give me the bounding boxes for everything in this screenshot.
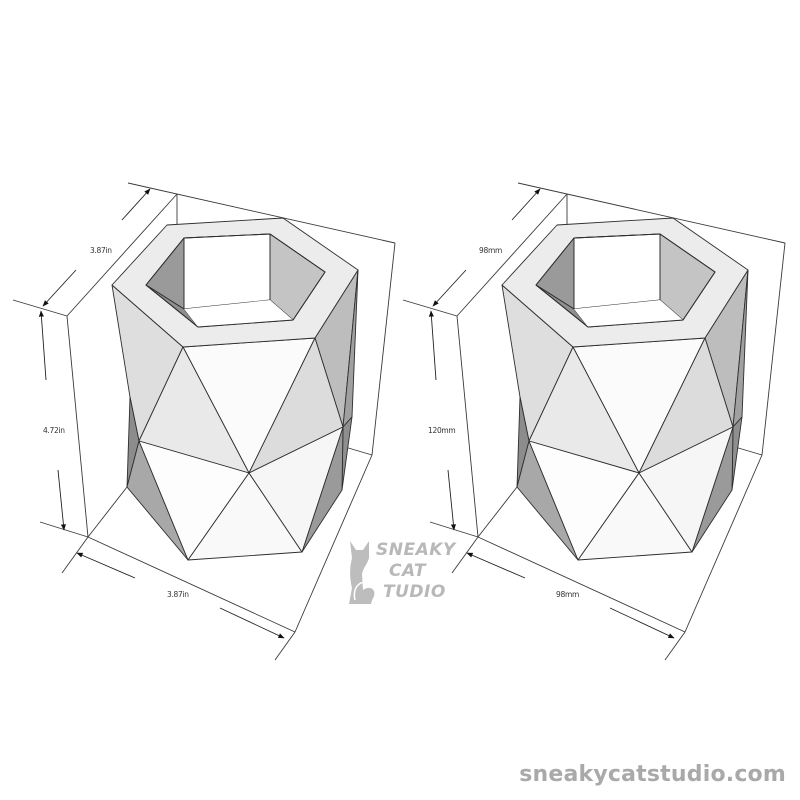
depth-label-imperial: 3.87in xyxy=(90,246,112,255)
planter-figure-imperial xyxy=(13,183,395,660)
website-footer: sneakycatstudio.com xyxy=(519,762,786,787)
planter-figure-metric xyxy=(403,183,785,660)
cat-silhouette-icon xyxy=(349,541,375,604)
width-label-metric: 98mm xyxy=(556,590,579,599)
height-label-imperial: 4.72in xyxy=(43,426,65,435)
logo-line-sneaky: SNEAKY xyxy=(376,540,456,560)
sneaky-cat-studio-logo: SNEAKY CAT TUDIO xyxy=(343,536,456,608)
logo-line-cat: CAT xyxy=(389,561,427,581)
height-label-metric: 120mm xyxy=(428,426,456,435)
logo-line-tudio: TUDIO xyxy=(383,582,446,602)
width-label-imperial: 3.87in xyxy=(167,590,189,599)
depth-label-metric: 98mm xyxy=(479,246,502,255)
